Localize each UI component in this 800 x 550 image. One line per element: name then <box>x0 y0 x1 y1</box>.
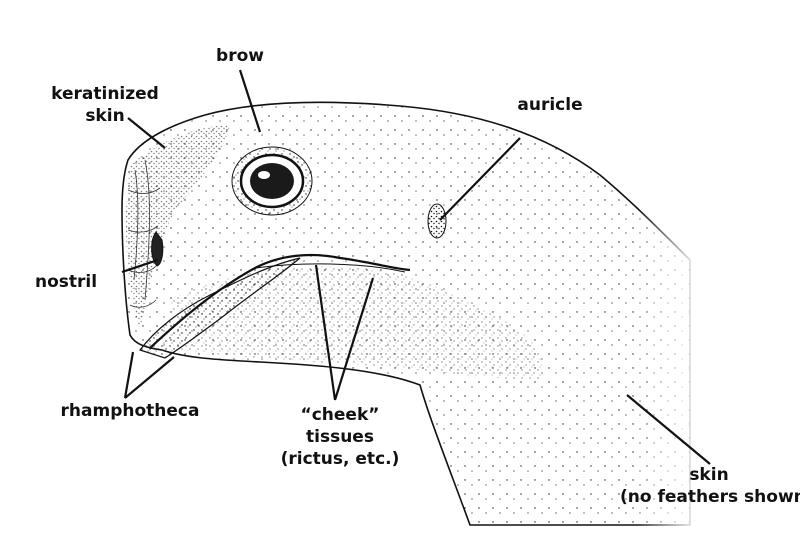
cheek-tissues-label-line-3: (rictus, etc.) <box>280 449 400 469</box>
rhamphotheca-leader-2 <box>124 356 175 399</box>
skin-leader <box>626 394 711 465</box>
keratinized-skin-leader <box>127 117 166 149</box>
nostril-label: nostril <box>35 272 98 292</box>
brow-leader <box>238 69 262 133</box>
eye <box>231 146 313 216</box>
rhamphotheca-label: rhamphotheca <box>60 401 200 421</box>
skin-label-line-2: (no feathers shown) <box>620 487 800 507</box>
cheek-leader-2 <box>333 277 375 401</box>
cheek-fold <box>254 263 406 273</box>
auricle-leader <box>439 137 521 221</box>
leader-lines <box>121 69 711 465</box>
keratinized-skin-label-line-1: keratinized <box>51 84 159 104</box>
cheek-leader-1 <box>314 264 337 401</box>
auricle-shape <box>427 203 447 239</box>
skin-label: skin (no feathers shown) <box>620 464 800 508</box>
cheek-tissues-label-line-2: tissues <box>306 427 374 447</box>
rhamphotheca-leader-1 <box>123 351 135 399</box>
nostril-shape <box>151 231 164 267</box>
keratinized-skin-label-line-2: skin <box>85 106 125 126</box>
auricle-label: auricle <box>517 95 583 115</box>
cheek-tissues-label: “cheek” tissues (rictus, etc.) <box>270 404 410 470</box>
cheek-tissues-label-line-1: “cheek” <box>300 405 380 425</box>
skin-label-line-1: skin <box>689 465 729 485</box>
snout-texture <box>127 159 161 308</box>
brow-label: brow <box>216 46 264 66</box>
keratinized-skin-label: keratinized skin <box>45 83 165 127</box>
nostril-leader <box>121 258 159 274</box>
mouth-line <box>149 253 411 349</box>
rhamphotheca-shape <box>139 257 301 359</box>
